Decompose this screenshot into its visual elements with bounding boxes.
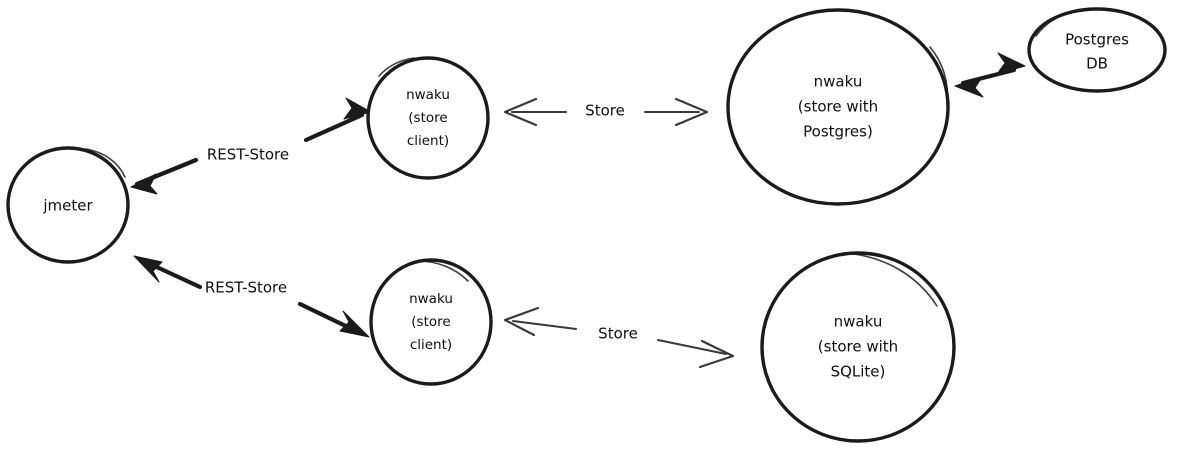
node-nwaku-store-sqlite-label-line-2: (store with bbox=[818, 338, 898, 356]
node-nwaku-store-postgres-label-line-1: nwaku bbox=[814, 73, 863, 91]
arrow-head-to-store-client-top bbox=[343, 97, 372, 120]
node-nwaku-store-client-top-label-line-3: client) bbox=[407, 133, 449, 149]
node-jmeter-shape[interactable] bbox=[6, 146, 130, 264]
arrow-head-to-jmeter-top bbox=[130, 173, 158, 195]
edge-rest-store-top: REST-Store bbox=[130, 97, 372, 195]
node-postgres-db-label-line-2: DB bbox=[1086, 55, 1108, 73]
node-nwaku-store-sqlite-sketch-stroke bbox=[844, 252, 938, 307]
edge-postgres-db bbox=[954, 52, 1026, 98]
node-nwaku-store-client-bottom[interactable]: nwaku (store client) bbox=[369, 258, 493, 386]
arrow-head-to-jmeter-bottom bbox=[133, 255, 163, 283]
node-nwaku-store-client-top-sketch-stroke bbox=[378, 57, 415, 77]
node-nwaku-store-client-bottom-label-line-2: (store bbox=[411, 314, 450, 330]
edge-store-bottom: Store bbox=[503, 306, 735, 369]
edge-rest-store-top-segment-right bbox=[303, 112, 365, 143]
node-nwaku-store-client-top[interactable]: nwaku (store client) bbox=[366, 56, 490, 180]
arrow-head-to-store-client-bottom bbox=[339, 310, 370, 338]
edge-store-bottom-segment-left bbox=[512, 320, 577, 330]
node-postgres-db[interactable]: Postgres DB bbox=[1027, 7, 1167, 93]
node-nwaku-store-client-bottom-label-line-3: client) bbox=[410, 337, 452, 353]
node-nwaku-store-postgres[interactable]: nwaku (store with Postgres) bbox=[726, 8, 950, 206]
node-nwaku-store-client-top-label-line-1: nwaku bbox=[406, 87, 450, 103]
node-nwaku-store-client-bottom-sketch-stroke bbox=[417, 260, 469, 282]
node-nwaku-store-postgres-shape[interactable] bbox=[726, 8, 950, 206]
node-jmeter[interactable]: jmeter bbox=[6, 146, 130, 264]
node-nwaku-store-sqlite[interactable]: nwaku (store with SQLite) bbox=[760, 251, 956, 443]
arrow-head-to-postgres-db bbox=[996, 52, 1026, 75]
arrow-head-to-sqlite-node bbox=[698, 339, 735, 369]
node-nwaku-store-postgres-label-line-2: (store with bbox=[798, 98, 878, 116]
node-nwaku-store-client-top-shape[interactable] bbox=[366, 56, 490, 180]
edge-store-bottom-segment-right bbox=[657, 339, 727, 355]
node-nwaku-store-postgres-sketch-stroke bbox=[929, 46, 949, 106]
node-nwaku-store-sqlite-label-line-3: SQLite) bbox=[831, 363, 886, 381]
node-postgres-db-label-line-1: Postgres bbox=[1065, 31, 1129, 49]
arrow-head-to-store-client-top-thin bbox=[503, 97, 538, 127]
edge-rest-store-bottom: REST-Store bbox=[133, 255, 370, 338]
node-nwaku-store-client-bottom-label-line-1: nwaku bbox=[409, 291, 453, 307]
node-nwaku-store-postgres-label-line-3: Postgres) bbox=[803, 123, 873, 141]
arrow-head-to-store-client-bottom-thin bbox=[503, 306, 540, 337]
node-nwaku-store-client-bottom-shape[interactable] bbox=[369, 258, 493, 386]
arrow-head-to-nwaku-postgres bbox=[954, 76, 984, 98]
node-nwaku-store-sqlite-shape[interactable] bbox=[760, 251, 956, 443]
arrow-head-to-postgres-node bbox=[674, 97, 709, 127]
node-jmeter-sketch-stroke bbox=[85, 148, 126, 178]
node-postgres-db-shape[interactable] bbox=[1027, 7, 1167, 93]
edge-label-store-bottom: Store bbox=[598, 325, 638, 343]
edge-label-store-top: Store bbox=[585, 102, 625, 120]
edge-label-rest-store-bottom: REST-Store bbox=[205, 279, 287, 297]
node-nwaku-store-sqlite-label-line-1: nwaku bbox=[834, 313, 883, 331]
edge-store-top: Store bbox=[503, 97, 709, 127]
node-jmeter-label-line-1: jmeter bbox=[42, 197, 93, 215]
node-postgres-db-sketch-stroke bbox=[1035, 9, 1083, 37]
edge-label-rest-store-top: REST-Store bbox=[207, 146, 289, 164]
node-nwaku-store-client-top-label-line-2: (store bbox=[408, 110, 447, 126]
